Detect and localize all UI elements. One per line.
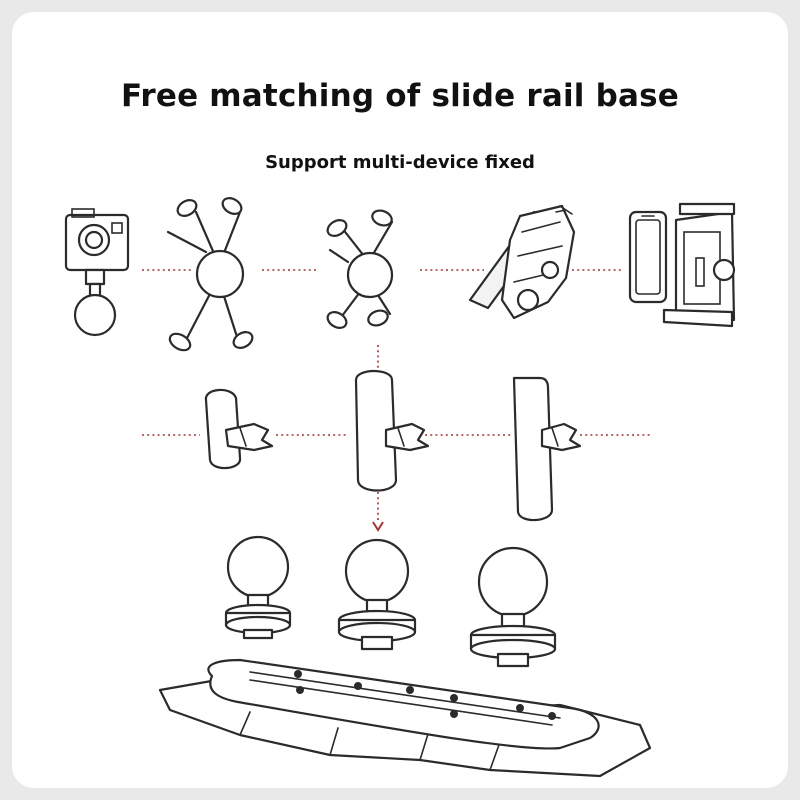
page-title: Free matching of slide rail base <box>120 78 679 114</box>
large-ball-base-icon <box>469 546 557 668</box>
page-subtitle: Support multi-device fixed <box>265 152 535 173</box>
long-arm-icon <box>512 376 582 522</box>
slide-rail-base-icon <box>158 658 652 778</box>
product-card: Free matching of slide rail base Support… <box>12 12 788 788</box>
medium-arm-icon <box>354 369 430 492</box>
down-arrow-icon <box>372 521 384 532</box>
medium-ball-base-icon <box>337 538 417 651</box>
action-camera-icon <box>64 208 130 337</box>
small-ball-base-icon <box>224 535 292 640</box>
tablet-clamp-icon <box>628 202 736 328</box>
phone-cradle-icon <box>468 204 576 320</box>
mounting-system-diagram <box>64 197 736 778</box>
short-arm-icon <box>204 388 274 470</box>
x-grip-holder-large-icon <box>166 197 254 352</box>
connector-lines <box>142 269 652 532</box>
x-grip-holder-small-icon <box>326 209 394 329</box>
